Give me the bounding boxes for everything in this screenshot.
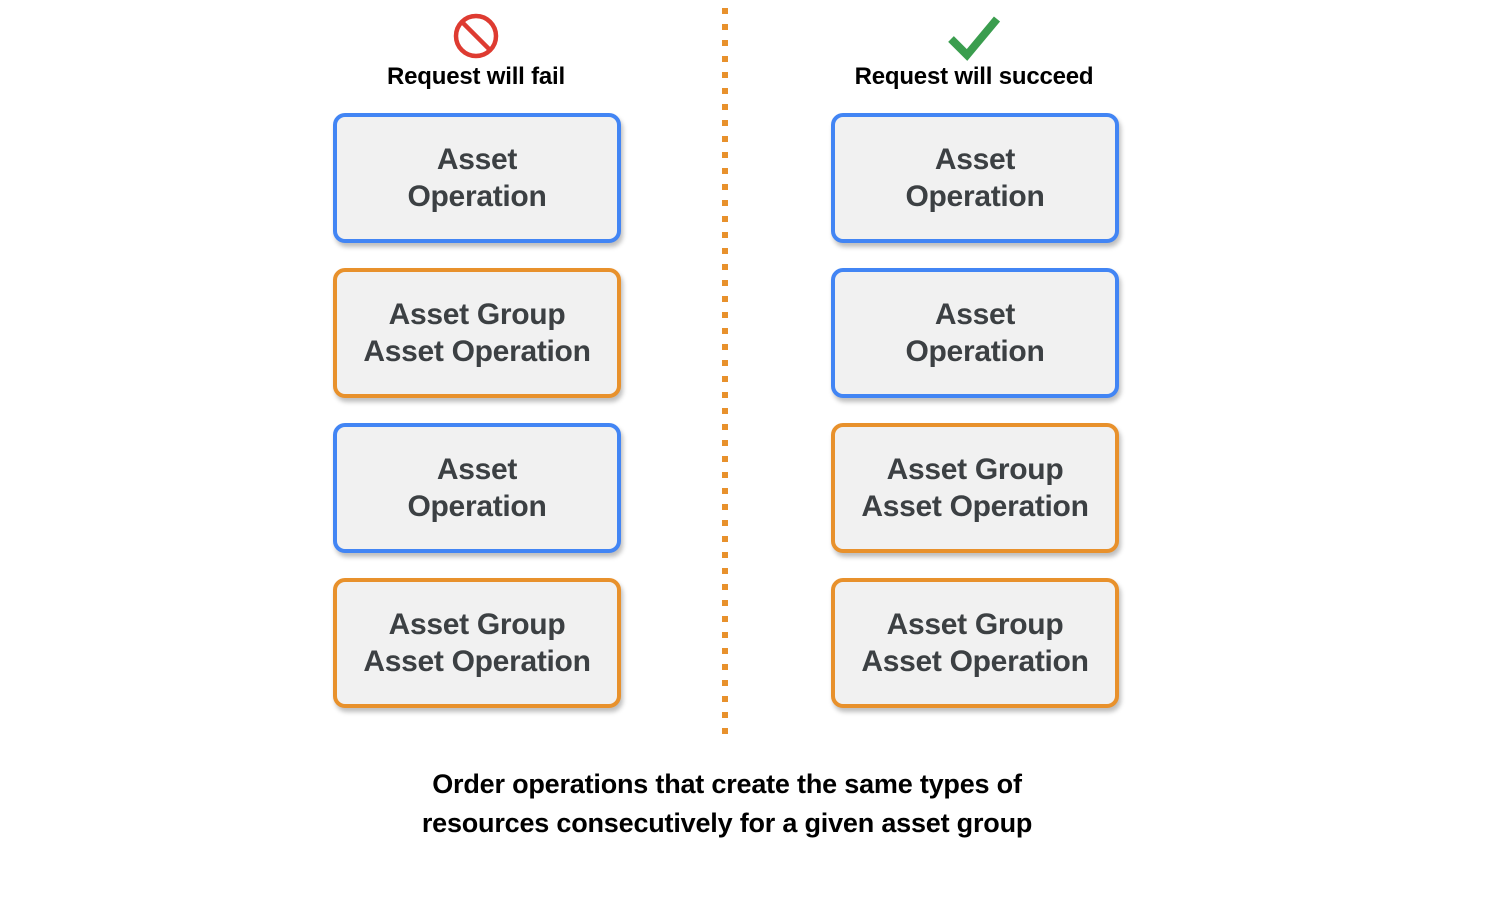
box-label: Asset Group Asset Operation	[861, 453, 1089, 523]
diagram-caption: Order operations that create the same ty…	[421, 769, 1033, 838]
box-label: Asset Group Asset Operation	[363, 298, 591, 368]
box-label: Asset Operation	[407, 453, 547, 523]
column-header-fail: Request will fail	[326, 10, 626, 92]
box-label: Asset Operation	[905, 298, 1045, 368]
box-asset-operation[interactable]: Asset Operation	[831, 268, 1119, 398]
box-asset-group-asset-operation[interactable]: Asset Group Asset Operation	[333, 268, 621, 398]
box-asset-group-asset-operation[interactable]: Asset Group Asset Operation	[831, 423, 1119, 553]
box-asset-operation[interactable]: Asset Operation	[831, 113, 1119, 243]
box-stack-fail: Asset Operation Asset Group Asset Operat…	[333, 113, 621, 708]
box-asset-operation[interactable]: Asset Operation	[333, 423, 621, 553]
column-header-succeed: Request will succeed	[824, 10, 1124, 92]
box-asset-operation[interactable]: Asset Operation	[333, 113, 621, 243]
box-label: Asset Group Asset Operation	[363, 608, 591, 678]
box-label: Asset Group Asset Operation	[861, 608, 1089, 678]
box-label: Asset Operation	[407, 143, 547, 213]
column-header-label-fail: Request will fail	[387, 63, 565, 90]
column-header-label-succeed: Request will succeed	[854, 63, 1094, 90]
column-divider	[722, 8, 728, 736]
box-stack-succeed: Asset Operation Asset Operation Asset Gr…	[831, 113, 1119, 708]
box-asset-group-asset-operation[interactable]: Asset Group Asset Operation	[333, 578, 621, 708]
prohibition-icon	[326, 10, 626, 62]
box-asset-group-asset-operation[interactable]: Asset Group Asset Operation	[831, 578, 1119, 708]
box-label: Asset Operation	[905, 143, 1045, 213]
checkmark-icon	[824, 10, 1124, 62]
